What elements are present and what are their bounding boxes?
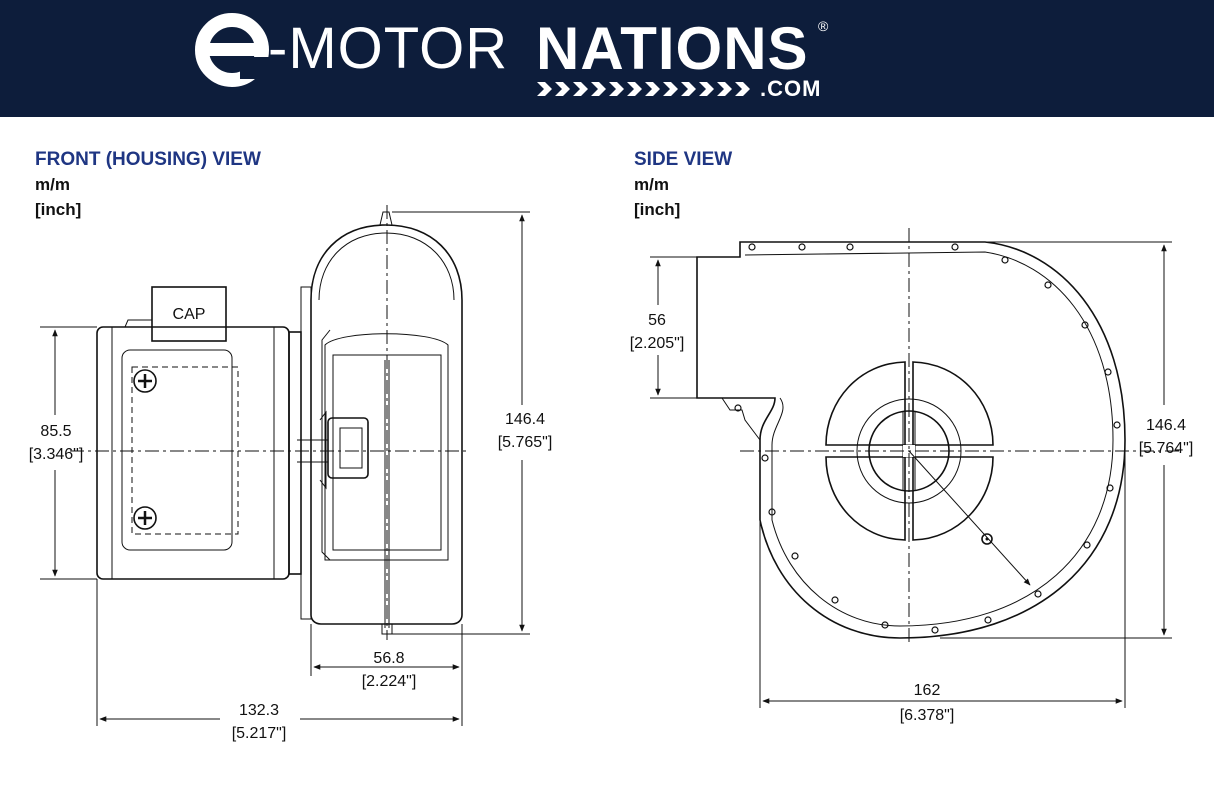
fastener-holes: [734, 243, 1121, 634]
dimension-height-total: 146.4 [5.765"]: [392, 211, 553, 635]
dim-height-total-in: [5.765"]: [498, 434, 553, 451]
front-view-unit-mm: m/m: [35, 175, 70, 194]
dim-outlet-in: [2.205"]: [630, 335, 685, 352]
dim-length-total-in: [5.217"]: [232, 725, 287, 742]
front-view-title: FRONT (HOUSING) VIEW: [35, 149, 261, 170]
brand-e-mark: [195, 13, 750, 96]
brand-com-text: .COM: [760, 76, 822, 101]
brand-header: -MOTOR NATIONS ® .COM e: [0, 0, 1214, 117]
dim-side-height-mm: 146.4: [1146, 417, 1186, 434]
brand-registered-mark: ®: [818, 18, 829, 34]
dimension-depth-housing: 56.8 [2.224"]: [310, 624, 463, 726]
front-view-drawing: CAP: [70, 205, 470, 640]
dimension-length-total: 132.3 [5.217"]: [96, 579, 460, 742]
side-view-unit-mm: m/m: [634, 175, 669, 194]
dimension-side-height: 146.4 [5.764"]: [940, 241, 1194, 639]
dim-side-height-in: [5.764"]: [1139, 440, 1194, 457]
dim-side-width-mm: 162: [914, 682, 941, 699]
dimension-side-width: 162 [6.378"]: [759, 445, 1126, 724]
dim-outlet-mm: 56: [648, 312, 666, 329]
side-view-drawing: [696, 228, 1180, 645]
dim-side-width-in: [6.378"]: [900, 707, 955, 724]
motor-body: [96, 286, 312, 620]
dim-height-total-mm: 146.4: [505, 411, 545, 428]
side-view-title: SIDE VIEW: [634, 149, 733, 170]
dim-height-motor-in: [3.346"]: [29, 446, 84, 463]
capacitor-box: CAP: [151, 286, 227, 342]
brand-nations-text: NATIONS: [536, 15, 809, 82]
front-view-unit-inch: [inch]: [35, 200, 82, 219]
brand-motor-text: -MOTOR: [268, 16, 509, 81]
screw-icon: [133, 506, 157, 530]
brand-logo: -MOTOR NATIONS ® .COM e: [0, 0, 1214, 117]
dimension-outlet: 56 [2.205"]: [630, 256, 697, 399]
blower-scroll-outline: [696, 241, 1126, 639]
dim-height-motor-mm: 85.5: [40, 423, 71, 440]
dim-depth-housing-in: [2.224"]: [362, 673, 417, 690]
dim-length-total-mm: 132.3: [239, 702, 279, 719]
blower-housing: [297, 211, 463, 635]
chevron-strip-icon: [537, 82, 750, 96]
dim-depth-housing-mm: 56.8: [373, 650, 404, 667]
screw-icon: [133, 369, 157, 393]
dimension-height-motor: 85.5 [3.346"]: [29, 326, 97, 580]
side-view-unit-inch: [inch]: [634, 200, 681, 219]
cap-label: CAP: [173, 306, 206, 323]
